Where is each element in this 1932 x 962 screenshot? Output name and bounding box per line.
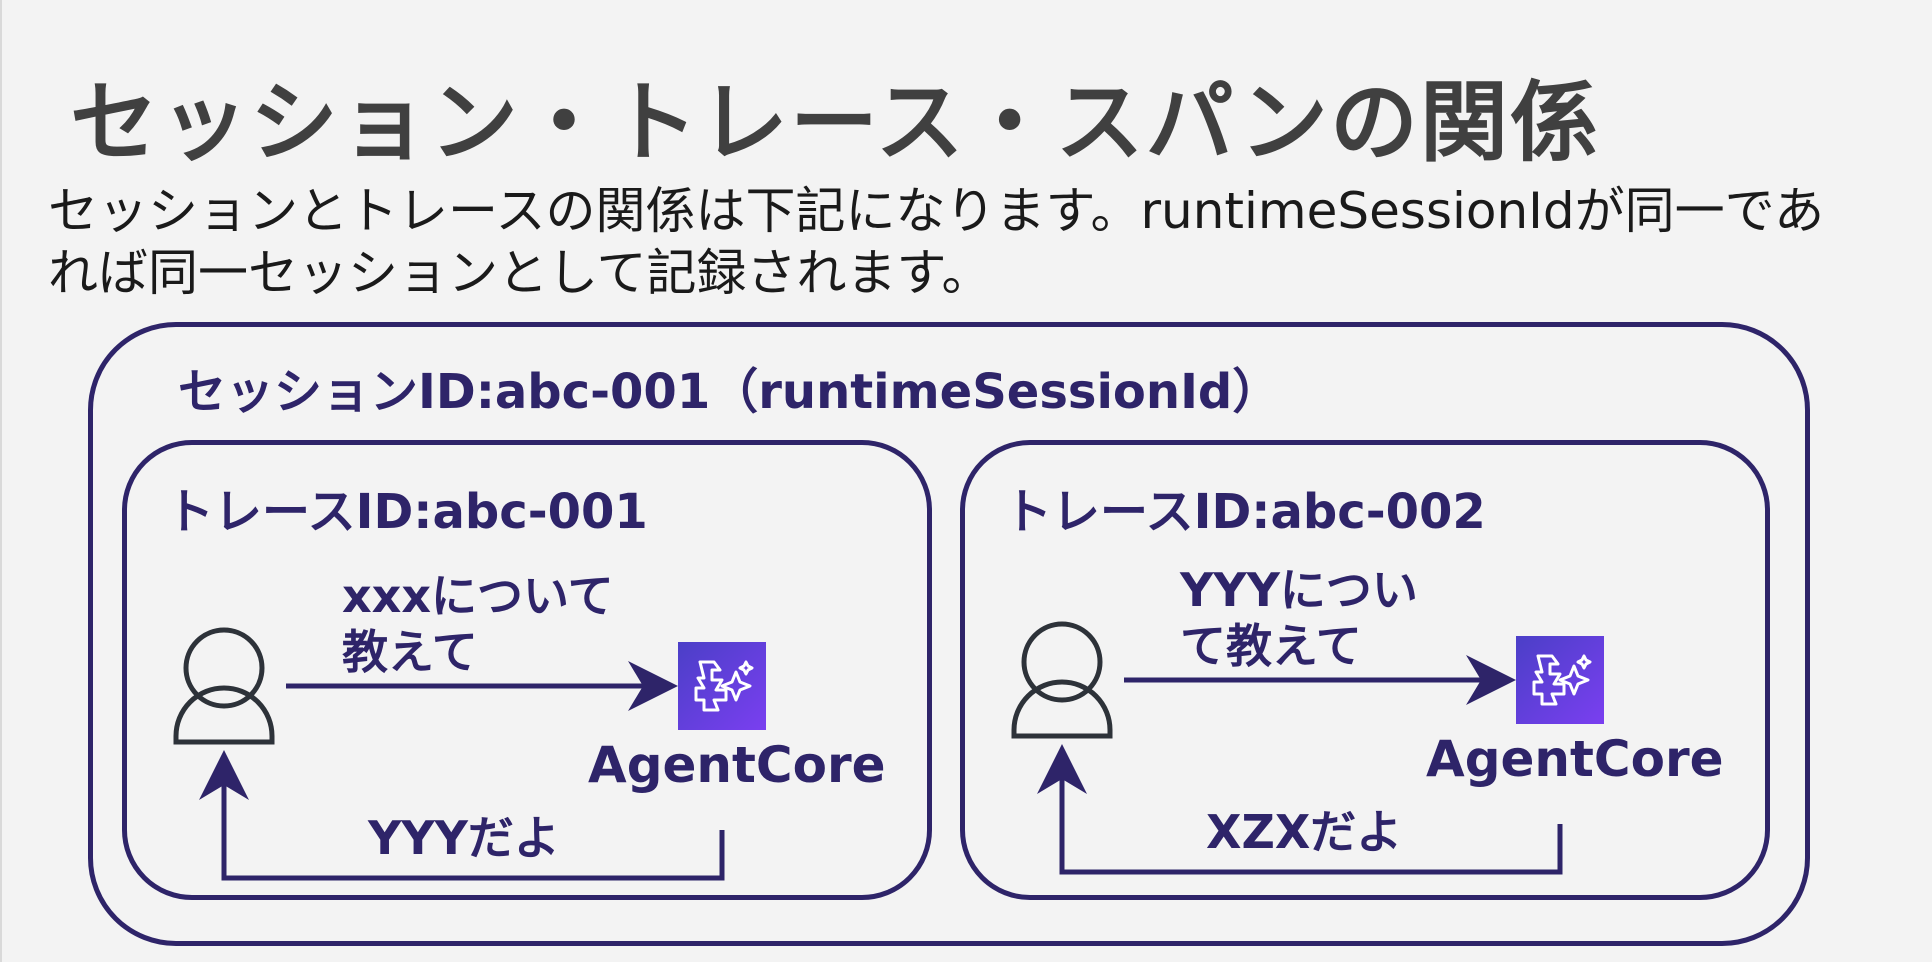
description-line-1: セッションとトレースの関係は下記になります。runtimeSessionIdが同… [48,182,1825,240]
page-title: セッション・トレース・スパンの関係 [70,71,1601,174]
reply-arrow-1 [199,750,725,881]
agentcore-label-1: AgentCore [588,736,886,794]
user-icon [173,627,275,745]
request-message-2-line-2: て教えて [1180,619,1362,673]
session-box [88,322,1810,946]
request-message-1: xxxについて 教えて [342,568,614,680]
description-line-2: れば同一セッションとして記録されます。 [48,244,992,302]
user-icon [1011,621,1113,739]
reply-message-2: XZXだよ [1206,805,1403,859]
session-label: セッションID:abc-001（runtimeSessionId） [178,364,1281,420]
trace-box-2 [960,440,1770,900]
request-message-1-line-1: xxxについて [342,569,614,623]
trace-label-1: トレースID:abc-001 [166,484,648,540]
agentcore-icon [1516,636,1604,724]
request-message-2-line-1: YYYについ [1180,563,1418,617]
agentcore-glyph-icon [1532,654,1592,706]
page-left-border [0,0,2,962]
trace-label-2: トレースID:abc-002 [1004,484,1486,540]
reply-message-1: YYYだよ [368,811,560,865]
agentcore-glyph-icon [694,660,754,712]
agentcore-label-2: AgentCore [1426,730,1724,788]
request-message-1-line-2: 教えて [342,625,478,679]
trace-box-1 [122,440,932,900]
agentcore-icon [678,642,766,730]
description: セッションとトレースの関係は下記になります。runtimeSessionIdが同… [48,180,1868,304]
request-message-2: YYYについ て教えて [1180,562,1418,674]
reply-arrow-2 [1037,744,1563,875]
